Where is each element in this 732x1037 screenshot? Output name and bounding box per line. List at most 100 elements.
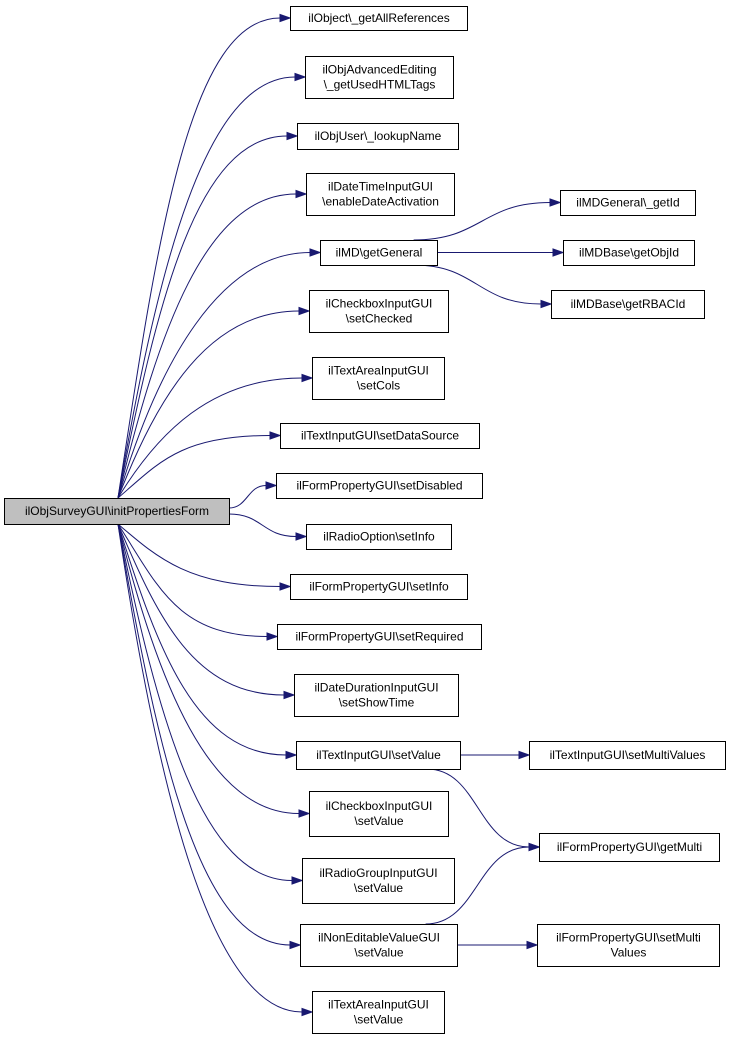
arrow-head-icon bbox=[265, 481, 278, 490]
function-node[interactable]: ilMDGeneral\_getId bbox=[560, 190, 696, 216]
node-box bbox=[539, 833, 720, 862]
node-box bbox=[300, 924, 458, 967]
root-node: ilObjSurveyGUI\initPropertiesForm bbox=[4, 498, 230, 525]
node-box bbox=[309, 791, 449, 837]
node-box bbox=[290, 6, 468, 31]
node-layer: ilObjSurveyGUI\initPropertiesForm ilObjec… bbox=[4, 6, 726, 1034]
edge-line bbox=[117, 76, 296, 499]
node-label: \setValue bbox=[354, 814, 403, 828]
node-box bbox=[551, 290, 705, 319]
node-label: \enableDateActivation bbox=[322, 195, 439, 209]
function-node[interactable]: ilTextInputGUI\setDataSource bbox=[280, 423, 480, 449]
node-box bbox=[302, 858, 455, 904]
function-node[interactable]: ilNonEditableValueGUI\setValue bbox=[300, 924, 458, 967]
node-box bbox=[294, 674, 459, 717]
edge-line bbox=[413, 202, 551, 241]
function-node[interactable]: ilMDBase\getRBACId bbox=[551, 290, 705, 319]
function-node[interactable]: ilCheckboxInputGUI\setChecked bbox=[309, 290, 449, 333]
function-node[interactable]: ilCheckboxInputGUI\setValue bbox=[309, 791, 449, 837]
node-label: ilCheckboxInputGUI bbox=[326, 799, 433, 813]
node-box bbox=[277, 624, 482, 650]
edge-n5-to-n5c bbox=[413, 264, 553, 309]
edge-n17-to-n17a bbox=[456, 940, 539, 950]
edge-line bbox=[117, 252, 311, 499]
arrow-head-icon bbox=[279, 13, 292, 23]
node-box bbox=[306, 524, 452, 550]
edge-line bbox=[427, 768, 530, 848]
function-node[interactable]: ilTextAreaInputGUI\setValue bbox=[312, 991, 445, 1034]
arrow-head-icon bbox=[286, 131, 299, 141]
arrow-head-icon bbox=[289, 940, 302, 950]
function-node[interactable]: ilFormPropertyGUI\getMulti bbox=[539, 833, 720, 862]
arrow-head-icon bbox=[279, 582, 292, 591]
function-node[interactable]: ilFormPropertyGUI\setRequired bbox=[277, 624, 482, 650]
arrow-head-icon bbox=[301, 1007, 314, 1017]
arrow-head-icon bbox=[552, 248, 565, 257]
arrow-head-icon bbox=[283, 690, 296, 700]
function-node[interactable]: ilDateDurationInputGUI\setShowTime bbox=[294, 674, 459, 717]
edge-line bbox=[228, 485, 267, 509]
node-box bbox=[537, 924, 720, 967]
edge-root-to-n12 bbox=[117, 523, 279, 641]
function-node[interactable]: ilObjUser\_lookupName bbox=[297, 123, 459, 150]
edge-line bbox=[117, 17, 281, 499]
arrow-head-icon bbox=[528, 842, 541, 852]
edge-root-to-n2 bbox=[117, 72, 307, 499]
function-node[interactable]: ilObject\_getAllReferences bbox=[290, 6, 468, 31]
edge-root-to-n15 bbox=[117, 523, 311, 818]
node-box bbox=[297, 123, 459, 150]
edge-n17-to-nGM bbox=[425, 842, 541, 925]
function-node[interactable]: ilMD\getGeneral bbox=[320, 240, 438, 266]
function-node[interactable]: ilFormPropertyGUI\setDisabled bbox=[276, 473, 483, 499]
function-node[interactable]: ilObjAdvancedEditing\_getUsedHTMLTags bbox=[305, 56, 454, 99]
node-label: ilFormPropertyGUI\setRequired bbox=[295, 630, 463, 644]
edge-root-to-n9 bbox=[228, 481, 278, 509]
arrow-head-icon bbox=[266, 632, 279, 641]
node-label: ilObject\_getAllReferences bbox=[308, 11, 449, 25]
node-label: ilDateTimeInputGUI bbox=[328, 180, 433, 194]
node-label: \setValue bbox=[354, 1013, 403, 1027]
edge-line bbox=[117, 523, 303, 1013]
function-node[interactable]: ilFormPropertyGUI\setInfo bbox=[290, 574, 468, 600]
function-node[interactable]: ilTextAreaInputGUI\setCols bbox=[312, 357, 445, 400]
arrow-head-icon bbox=[518, 750, 531, 760]
node-box bbox=[312, 357, 445, 400]
function-node[interactable]: ilTextInputGUI\setValue bbox=[296, 741, 461, 770]
arrow-head-icon bbox=[298, 306, 311, 316]
edge-n5-to-n5b bbox=[437, 248, 565, 257]
edge-root-to-n4 bbox=[117, 189, 308, 499]
node-label: ilRadioGroupInputGUI bbox=[319, 866, 437, 880]
function-node[interactable]: ilRadioGroupInputGUI\setValue bbox=[302, 858, 455, 904]
arrow-head-icon bbox=[269, 431, 282, 440]
edge-line bbox=[117, 193, 297, 499]
node-label: \setCols bbox=[357, 379, 400, 393]
node-label: \setValue bbox=[354, 881, 403, 895]
function-node[interactable]: ilRadioOption\setInfo bbox=[306, 524, 452, 550]
node-label: \setValue bbox=[354, 946, 403, 960]
function-node[interactable]: ilMDBase\getObjId bbox=[563, 240, 695, 266]
function-node[interactable]: ilTextInputGUI\setMultiValues bbox=[529, 741, 726, 770]
node-label: ilTextAreaInputGUI bbox=[328, 998, 429, 1012]
edge-root-to-n14 bbox=[117, 523, 298, 760]
node-box bbox=[280, 423, 480, 449]
node-box bbox=[306, 173, 455, 216]
node-label: ilMDBase\getRBACId bbox=[571, 297, 686, 311]
arrow-head-icon bbox=[526, 940, 539, 950]
node-label: \setShowTime bbox=[339, 696, 415, 710]
function-node[interactable]: ilDateTimeInputGUI\enableDateActivation bbox=[306, 173, 455, 216]
arrow-head-icon bbox=[291, 876, 304, 885]
node-label: ilRadioOption\setInfo bbox=[323, 530, 435, 544]
node-box bbox=[276, 473, 483, 499]
node-label: ilTextAreaInputGUI bbox=[328, 364, 429, 378]
edge-root-to-n1 bbox=[117, 13, 292, 499]
edge-root-to-n16 bbox=[117, 523, 304, 885]
node-label: ilCheckboxInputGUI bbox=[326, 297, 433, 311]
function-node[interactable]: ilFormPropertyGUI\setMultiValues bbox=[537, 924, 720, 967]
node-box bbox=[305, 56, 454, 99]
node-box bbox=[563, 240, 695, 266]
arrow-head-icon bbox=[285, 750, 298, 760]
node-label: \setChecked bbox=[346, 312, 413, 326]
node-label: ilFormPropertyGUI\setInfo bbox=[309, 580, 449, 594]
node-label: ilTextInputGUI\setMultiValues bbox=[550, 748, 706, 762]
